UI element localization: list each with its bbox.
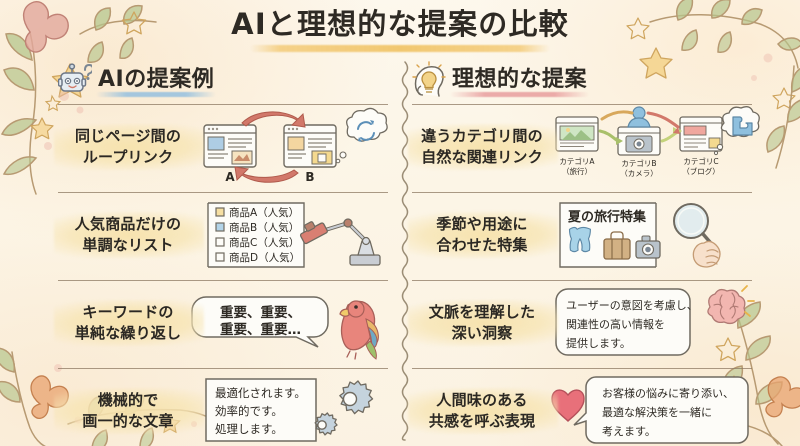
category-a-caption2: （旅行） — [562, 166, 592, 176]
empathy-art: お客様の悩みに寄り添い、 最適な解決策を一緒に 考えます。 — [551, 373, 752, 446]
popular-products-list-art: 商品A（人気） 商品B（人気） 商品C（人気） 商品D（人気） — [198, 197, 388, 273]
seasonal-panel: 夏の旅行特集 — [559, 201, 661, 268]
empathy-line-3: 考えます。 — [602, 425, 656, 438]
mechanical-text-box: 最適化されます。 効率的です。 処理します。 — [205, 377, 317, 442]
list-item-2: 商品B（人気） — [229, 221, 299, 234]
row-empathy: 人間味のある 共感を呼ぶ表現 お客様の悩みに寄り添い、 最適な解決策を一緒に 考… — [407, 369, 752, 446]
brain-icon — [707, 284, 755, 324]
magnifier-in-hand-icon — [673, 202, 721, 268]
seasonal-feature-art: 夏の旅行特集 — [552, 197, 752, 273]
row-cross-category-label: 違うカテゴリ間の 自然な関連リンク — [407, 122, 559, 171]
empathy-line-2: 最適な解決策を一緒に — [602, 405, 712, 419]
right-rule-1 — [412, 192, 752, 193]
swimsuit-icon — [568, 226, 591, 252]
bubble-line-1: 重要、重要、 — [220, 304, 301, 321]
left-rule-2 — [58, 280, 388, 281]
mechanical-text-art: 最適化されます。 効率的です。 処理します。 — [198, 373, 388, 446]
row-seasonal-feature: 季節や用途に 合わせた特集 夏の旅行特集 — [407, 193, 752, 276]
product-list-box: 商品A（人気） 商品B（人気） 商品C（人気） 商品D（人気） — [207, 201, 305, 268]
row-mechanical-text: 機械的で 画一的な文章 最適化されます。 効率的です。 処理します。 — [53, 369, 388, 446]
right-rule-2 — [412, 280, 752, 281]
title-underline — [250, 45, 550, 52]
head-lightbulb-icon — [412, 60, 446, 97]
row-cross-category: 違うカテゴリ間の 自然な関連リンク カテゴリA （旅行） — [407, 105, 760, 188]
box-line-1: 最適化されます。 — [215, 386, 306, 400]
right-rule-3 — [412, 368, 752, 369]
row-seasonal-feature-label: 季節や用途に 合わせた特集 — [407, 210, 559, 259]
category-card-a: カテゴリA （旅行） — [555, 115, 599, 176]
empathy-line-1: お客様の悩みに寄り添い、 — [602, 386, 734, 400]
browser-a-label: A — [225, 170, 235, 184]
insight-line-1: ユーザーの意図を考慮し、 — [566, 298, 698, 312]
row-context-insight: 文脈を理解した 深い洞察 ユーザーの意図を考慮し、 関連性の高い情報を 提供しま… — [407, 281, 755, 364]
camera-icon — [635, 234, 661, 259]
list-item-3: 商品C（人気） — [229, 236, 299, 249]
cross-category-links-art: カテゴリA （旅行） カテゴリB （カメラ） — [552, 105, 760, 185]
page-title-area: AIと理想的な提案の比較 — [0, 4, 800, 52]
loop-arrows — [234, 110, 306, 183]
thought-bubble-puzzle — [713, 105, 760, 155]
suitcase-icon — [603, 230, 631, 260]
category-c-caption2: （ブログ） — [682, 166, 720, 176]
insight-line-2: 関連性の高い情報を — [566, 317, 665, 331]
row-loop-link-label: 同じページ間の ループリンク — [53, 122, 205, 171]
list-item-1: 商品A（人気） — [229, 206, 299, 219]
empathy-bubble: お客様の悩みに寄り添い、 最適な解決策を一緒に 考えます。 — [573, 375, 749, 444]
column-ai-examples: AIの提案例 同じページ間の ループリンク — [53, 56, 388, 446]
page-title: AIと理想的な提案の比較 — [231, 7, 569, 41]
right-header-rule — [412, 104, 752, 105]
row-mechanical-text-label: 機械的で 画一的な文章 — [53, 386, 205, 435]
category-b-caption2: （カメラ） — [620, 169, 658, 178]
user-avatar-icon — [627, 105, 651, 128]
row-empathy-label: 人間味のある 共感を呼ぶ表現 — [407, 386, 559, 435]
list-item-4: 商品D（人気） — [229, 251, 300, 264]
loop-link-browsers-art: A B — [198, 107, 388, 185]
row-context-insight-label: 文脈を理解した 深い洞察 — [407, 298, 559, 347]
browser-window-b — [283, 123, 337, 168]
left-rule-1 — [58, 192, 388, 193]
browser-window-a — [203, 123, 257, 168]
context-insight-art: ユーザーの意図を考慮し、 関連性の高い情報を 提供します。 — [552, 284, 755, 361]
bubble-line-2: 重要、重要… — [220, 321, 301, 338]
left-rule-3 — [58, 368, 388, 369]
right-column-header: 理想的な提案 — [412, 56, 752, 100]
category-b-caption1: カテゴリB — [621, 158, 656, 168]
category-card-c: カテゴリC （ブログ） — [679, 115, 723, 176]
repeated-keyword-art: 重要、重要、 重要、重要… — [191, 285, 388, 361]
thought-bubble-refresh — [335, 107, 388, 163]
row-keyword-repetition: キーワードの 単純な繰り返し 重要、重要、 重要、重要… — [53, 281, 388, 364]
column-ideal-suggestions: 理想的な提案 違うカテゴリ間の 自然な関連リンク — [407, 56, 760, 446]
category-a-caption1: カテゴリA — [559, 156, 595, 166]
robot-arm-stamp-icon — [299, 217, 381, 266]
parrot-icon — [339, 299, 379, 360]
robot-question-icon — [57, 60, 95, 96]
row-monotonous-list-label: 人気商品だけの 単調なリスト — [53, 210, 205, 259]
row-keyword-repetition-label: キーワードの 単純な繰り返し — [53, 298, 205, 347]
row-monotonous-list: 人気商品だけの 単調なリスト 商品A（人気） — [53, 193, 388, 276]
row-loop-link: 同じページ間の ループリンク — [53, 105, 388, 188]
category-card-b: カテゴリB （カメラ） — [617, 125, 661, 178]
bulb — [421, 71, 437, 93]
right-column-heading: 理想的な提案 — [448, 61, 591, 95]
speech-bubble-repeat: 重要、重要、 重要、重要… — [191, 295, 329, 348]
insight-line-3: 提供します。 — [566, 336, 631, 350]
left-column-header: AIの提案例 — [57, 56, 388, 100]
insight-bubble: ユーザーの意図を考慮し、 関連性の高い情報を 提供します。 — [555, 287, 698, 356]
category-c-caption1: カテゴリC — [683, 156, 718, 166]
gears-icon — [314, 379, 374, 436]
box-line-3: 処理します。 — [215, 422, 283, 436]
panel-heading: 夏の旅行特集 — [567, 209, 647, 225]
left-header-rule — [58, 104, 388, 105]
box-line-2: 効率的です。 — [215, 404, 283, 418]
left-column-heading: AIの提案例 — [94, 61, 218, 95]
browser-b-label: B — [305, 170, 314, 184]
